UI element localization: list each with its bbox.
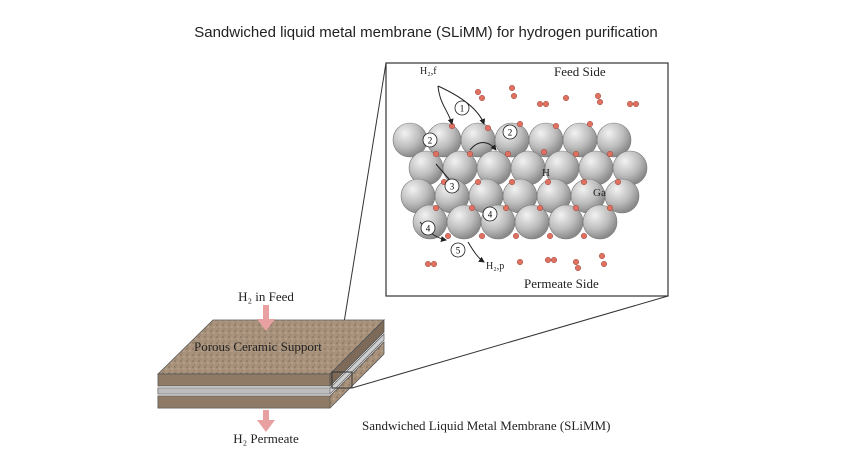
step-number: 1 — [460, 104, 465, 114]
step-marker: 4 — [420, 220, 436, 236]
step-marker: 4 — [482, 206, 498, 222]
h-atom — [517, 259, 524, 266]
step-number: 5 — [456, 246, 461, 256]
h-atom — [485, 124, 492, 131]
h-atom — [599, 252, 606, 259]
h-atom — [445, 232, 452, 239]
feed-side-label: Feed Side — [554, 64, 606, 79]
slimm-label: Sandwiched Liquid Metal Membrane (SLiMM) — [362, 418, 610, 433]
step-marker: 3 — [444, 178, 460, 194]
h-atom-group — [425, 84, 640, 272]
top-support-edge — [157, 373, 331, 387]
h-atom — [575, 265, 582, 272]
h-atom — [607, 204, 614, 211]
h-atom — [573, 259, 580, 266]
h-atom — [581, 178, 588, 185]
h-atom — [503, 204, 510, 211]
h-atom — [469, 204, 476, 211]
ga-atom — [596, 122, 632, 158]
step-number: 3 — [450, 182, 455, 192]
h-atom — [547, 232, 554, 239]
step-number: 4 — [488, 210, 493, 220]
h-atom — [475, 178, 482, 185]
h-atom — [505, 150, 512, 157]
h-atom — [581, 232, 588, 239]
ga-atom — [604, 178, 640, 214]
h-atom — [595, 92, 602, 99]
ga-label: Ga — [593, 187, 606, 199]
h-atom — [597, 98, 604, 105]
h-atom — [513, 232, 520, 239]
h2-in-feed-label: H₂ in Feed — [238, 289, 294, 304]
h2-permeate-label: H₂ Permeate — [233, 431, 299, 446]
h-atom — [541, 148, 548, 155]
h-atom — [553, 122, 560, 129]
h-atom — [433, 150, 440, 157]
step-marker: 2 — [422, 132, 438, 148]
h-atom — [475, 88, 482, 95]
h-atom — [431, 261, 438, 268]
h-atom — [601, 261, 608, 268]
feed-arrow-icon — [257, 305, 275, 331]
projection-line-bottom — [351, 295, 669, 389]
h-atom — [425, 261, 432, 268]
h-atom — [479, 232, 486, 239]
bottom-support-edge — [157, 395, 331, 409]
step-markers: 1 2 2 3 4 4 5 — [420, 100, 518, 258]
h-atom — [543, 100, 550, 107]
ga-atom — [446, 204, 482, 240]
h-atom — [627, 100, 634, 107]
h-atom — [449, 122, 456, 129]
h2p-label: H₂,p — [486, 261, 504, 272]
ga-atom — [582, 204, 618, 240]
h-atom — [545, 178, 552, 185]
ga-atom-lattice — [392, 122, 648, 240]
permeate-side-label: Permeate Side — [524, 276, 599, 291]
step-marker: 1 — [454, 100, 470, 116]
h-atom — [573, 150, 580, 157]
h-atom — [551, 257, 558, 264]
h-atom — [563, 94, 570, 101]
h-atom — [537, 100, 544, 107]
h-atom — [607, 150, 614, 157]
step-marker: 2 — [502, 124, 518, 140]
porous-support-label: Porous Ceramic Support — [194, 339, 322, 354]
h-atom — [633, 100, 640, 107]
h-atom — [517, 120, 524, 127]
top-support-side — [329, 319, 385, 387]
h-atom — [479, 94, 486, 101]
h-atom — [433, 204, 440, 211]
h2f-label: H₂,f — [420, 66, 437, 77]
h-atom — [467, 150, 474, 157]
h-atom — [573, 204, 580, 211]
h-atom — [587, 120, 594, 127]
h-label: H — [542, 167, 550, 179]
step-number: 4 — [426, 224, 431, 234]
h-atom — [537, 204, 544, 211]
h-atom — [509, 178, 516, 185]
h-atom — [511, 92, 518, 99]
step-number: 2 — [508, 128, 513, 138]
step-marker: 5 — [450, 242, 466, 258]
step-number: 2 — [428, 136, 433, 146]
diagram-title: Sandwiched liquid metal membrane (SLiMM)… — [194, 24, 658, 41]
h-atom — [615, 178, 622, 185]
h-atom — [545, 257, 552, 264]
h-atom — [509, 84, 516, 91]
permeate-arrow-icon — [257, 410, 275, 432]
liquid-metal-edge — [157, 387, 331, 395]
ga-atom — [514, 204, 550, 240]
zoom-source-box — [331, 371, 353, 389]
